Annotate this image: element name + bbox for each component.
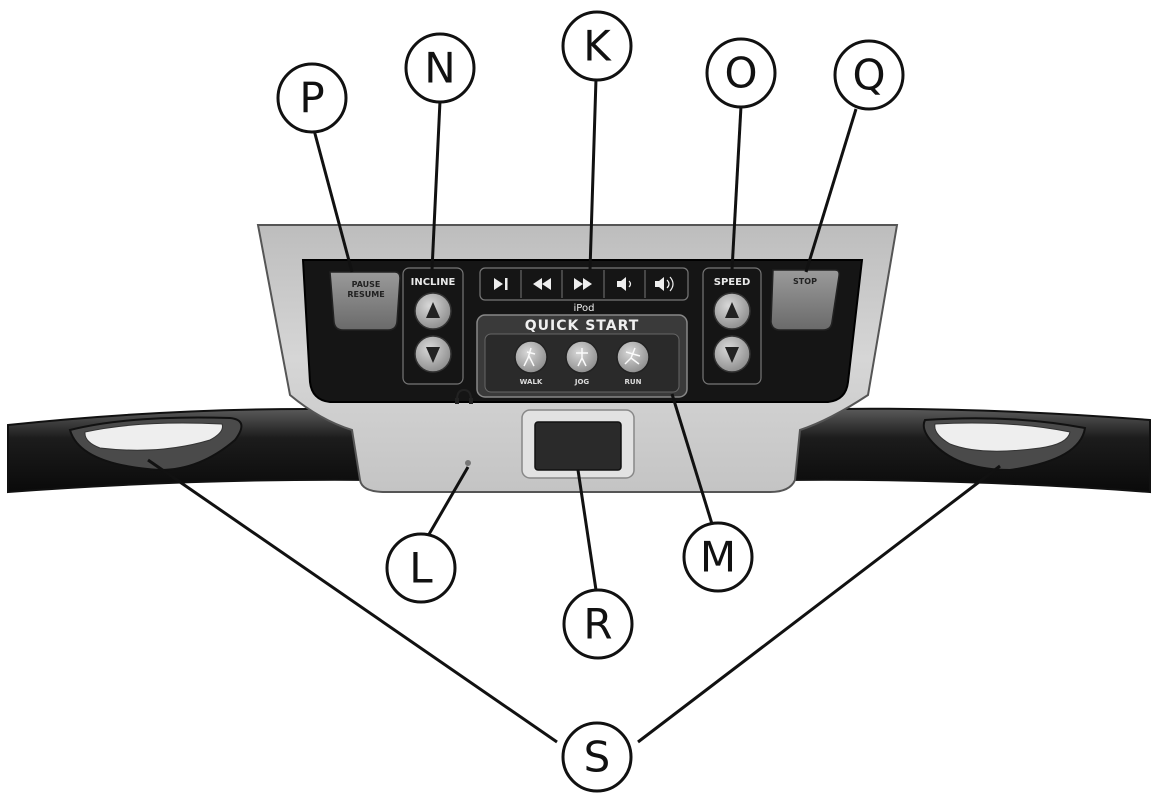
callout-O: O [705,37,777,109]
leader-Q [804,108,858,273]
leader-N [430,100,442,271]
pause-resume-button[interactable]: PAUSE RESUME [329,271,401,331]
callout-P: P [276,62,348,134]
incline-down-button[interactable] [414,335,452,373]
walker-icon [523,347,536,367]
volume-up-icon[interactable] [647,270,687,298]
callout-P-label: P [299,74,324,123]
jog-label: JOG [574,378,590,386]
right-pulse-grip[interactable] [922,417,1087,472]
ipod-controls: iPod [479,267,689,314]
jogger-icon [576,348,588,367]
speed-up-button[interactable] [713,292,751,330]
jog-button[interactable]: JOG [565,340,599,386]
leader-lines [147,78,1001,744]
leader-M [670,393,714,525]
callout-M-label: M [700,533,736,582]
speed-down-button[interactable] [713,335,751,373]
quick-start-title: QUICK START [525,318,640,334]
left-pulse-grip[interactable] [68,416,243,472]
runner-icon [624,347,641,365]
callout-Q: Q [833,39,905,111]
leader-L [426,466,470,537]
run-label: RUN [625,378,642,386]
callout-Q-label: Q [852,51,885,100]
incline-controls: INCLINE [402,267,464,385]
leader-P [312,129,354,273]
callout-K-label: K [583,22,612,71]
run-button[interactable]: RUN [616,340,650,386]
ipod-label: iPod [574,303,595,314]
headphone-jack[interactable] [465,460,471,466]
callout-K: K [561,10,633,82]
up-arrow-icon [725,302,739,318]
leader-S-left [147,458,558,744]
down-arrow-icon [426,347,440,363]
callout-R: R [562,588,634,660]
stop-button[interactable]: STOP [770,269,840,331]
callout-S-label: S [584,733,611,782]
fast-forward-icon[interactable] [564,270,602,298]
callout-L: L [385,532,457,604]
resume-label: RESUME [347,290,384,299]
callout-S: S [561,721,633,793]
walk-label: WALK [520,378,543,386]
up-arrow-icon [426,302,440,318]
incline-up-button[interactable] [414,292,452,330]
incline-label: INCLINE [411,277,456,288]
leader-K [588,78,598,271]
callout-N: N [404,32,476,104]
stop-label: STOP [793,277,817,286]
walk-button[interactable]: WALK [514,340,548,386]
callout-L-label: L [409,544,433,593]
leader-R [576,469,598,591]
callout-R-label: R [583,600,612,649]
quick-start-panel: QUICK START WALK JOG RUN [476,314,688,398]
rewind-icon[interactable] [523,270,561,298]
callout-M: M [682,521,754,593]
callout-O-label: O [724,49,757,98]
play-pause-icon[interactable] [482,270,520,298]
leader-S-right [637,464,1001,744]
volume-down-icon[interactable] [606,270,644,298]
down-arrow-icon [725,347,739,363]
headphone-icon [455,388,473,404]
speed-label: SPEED [714,277,751,288]
speed-controls: SPEED [702,267,762,385]
pause-label: PAUSE [352,280,381,289]
leader-O [730,105,743,271]
ipod-dock[interactable] [521,409,635,479]
callout-N-label: N [424,44,455,93]
